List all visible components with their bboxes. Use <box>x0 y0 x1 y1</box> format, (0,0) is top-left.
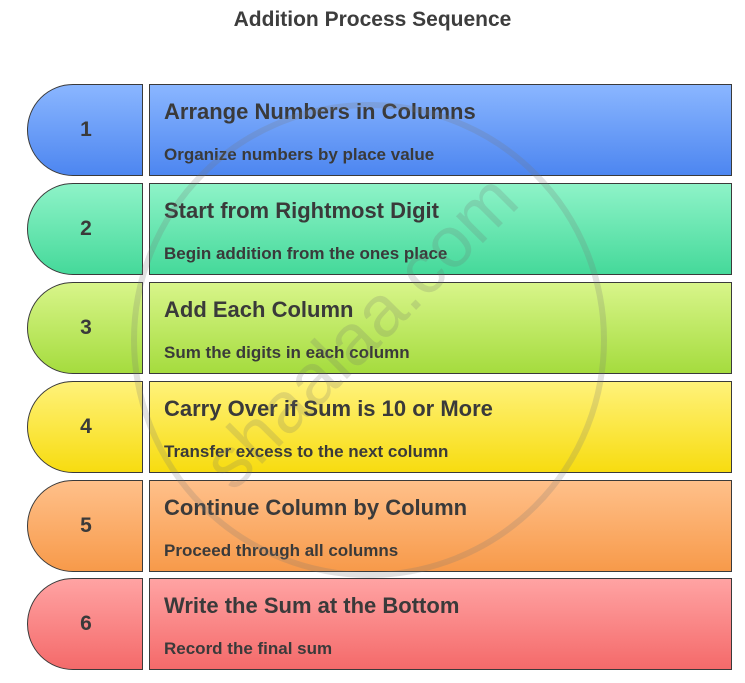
step-1-description: Organize numbers by place value <box>164 145 435 164</box>
step-4-number-cap: 4 <box>27 381 143 473</box>
step-1: 1 Arrange Numbers in Columns Organize nu… <box>27 84 732 178</box>
step-5: 5 Continue Column by Column Proceed thro… <box>27 480 732 574</box>
step-1-number-cap: 1 <box>27 84 143 176</box>
step-3: 3 Add Each Column Sum the digits in each… <box>27 282 732 376</box>
step-6-title: Write the Sum at the Bottom <box>164 593 460 618</box>
step-4-number: 4 <box>80 415 92 438</box>
step-3-number-cap: 3 <box>27 282 143 374</box>
step-2-number-cap: 2 <box>27 183 143 275</box>
step-5-number: 5 <box>80 514 92 537</box>
step-6-number-cap: 6 <box>27 578 143 670</box>
step-3-content: Add Each Column Sum the digits in each c… <box>149 282 732 374</box>
step-2-content: Start from Rightmost Digit Begin additio… <box>149 183 732 275</box>
step-4-content: Carry Over if Sum is 10 or More Transfer… <box>149 381 732 473</box>
step-2-description: Begin addition from the ones place <box>164 244 448 263</box>
step-4: 4 Carry Over if Sum is 10 or More Transf… <box>27 381 732 475</box>
step-3-title: Add Each Column <box>164 297 354 322</box>
step-5-title: Continue Column by Column <box>164 495 468 520</box>
step-4-title: Carry Over if Sum is 10 or More <box>164 396 493 421</box>
step-1-title: Arrange Numbers in Columns <box>164 99 476 124</box>
step-1-number: 1 <box>80 118 92 141</box>
step-2-title: Start from Rightmost Digit <box>164 198 439 223</box>
step-6-number: 6 <box>80 612 92 635</box>
step-1-content: Arrange Numbers in Columns Organize numb… <box>149 84 732 176</box>
step-6-description: Record the final sum <box>164 639 333 658</box>
step-5-number-cap: 5 <box>27 480 143 572</box>
step-6: 6 Write the Sum at the Bottom Record the… <box>27 578 732 672</box>
step-4-description: Transfer excess to the next column <box>164 442 449 461</box>
step-3-number: 3 <box>80 316 92 339</box>
diagram-title: Addition Process Sequence <box>233 8 512 31</box>
step-2: 2 Start from Rightmost Digit Begin addit… <box>27 183 732 277</box>
step-2-number: 2 <box>80 217 92 240</box>
step-3-description: Sum the digits in each column <box>164 343 410 362</box>
step-6-content: Write the Sum at the Bottom Record the f… <box>149 578 732 670</box>
step-5-description: Proceed through all columns <box>164 541 399 560</box>
step-5-content: Continue Column by Column Proceed throug… <box>149 480 732 572</box>
